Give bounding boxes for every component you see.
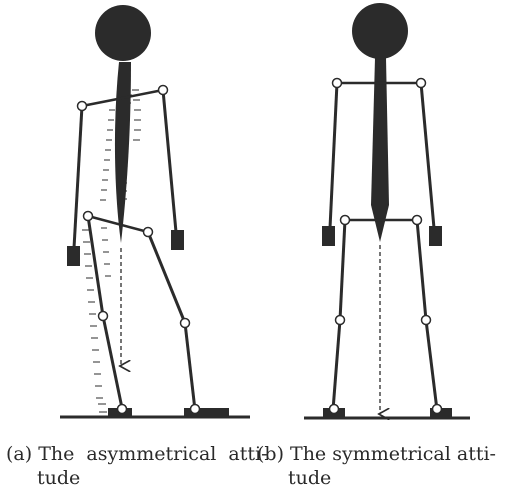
head-a [95, 5, 151, 61]
caption-a-line2: tude [6, 466, 256, 490]
caption-b: (b) The symmetrical atti- tude [257, 442, 507, 490]
head-b [352, 3, 408, 59]
trunk-b [371, 58, 389, 242]
force-ticks-leg-a [82, 228, 111, 412]
caption-b-line1: (b) The symmetrical atti- [257, 443, 496, 465]
caption-b-line2: tude [257, 466, 507, 490]
caption-a: (a) The asymmetrical atti- tude [6, 442, 256, 490]
right-hand-b [429, 226, 442, 246]
right-hand-a [171, 230, 184, 250]
left-hand-a [67, 246, 80, 266]
panel-a-asymmetrical-figure [60, 5, 250, 418]
left-hand-b [322, 226, 335, 246]
panel-b-symmetrical-figure [304, 3, 470, 418]
caption-a-line1: (a) The asymmetrical atti- [6, 443, 268, 465]
trunk-a [115, 62, 131, 243]
